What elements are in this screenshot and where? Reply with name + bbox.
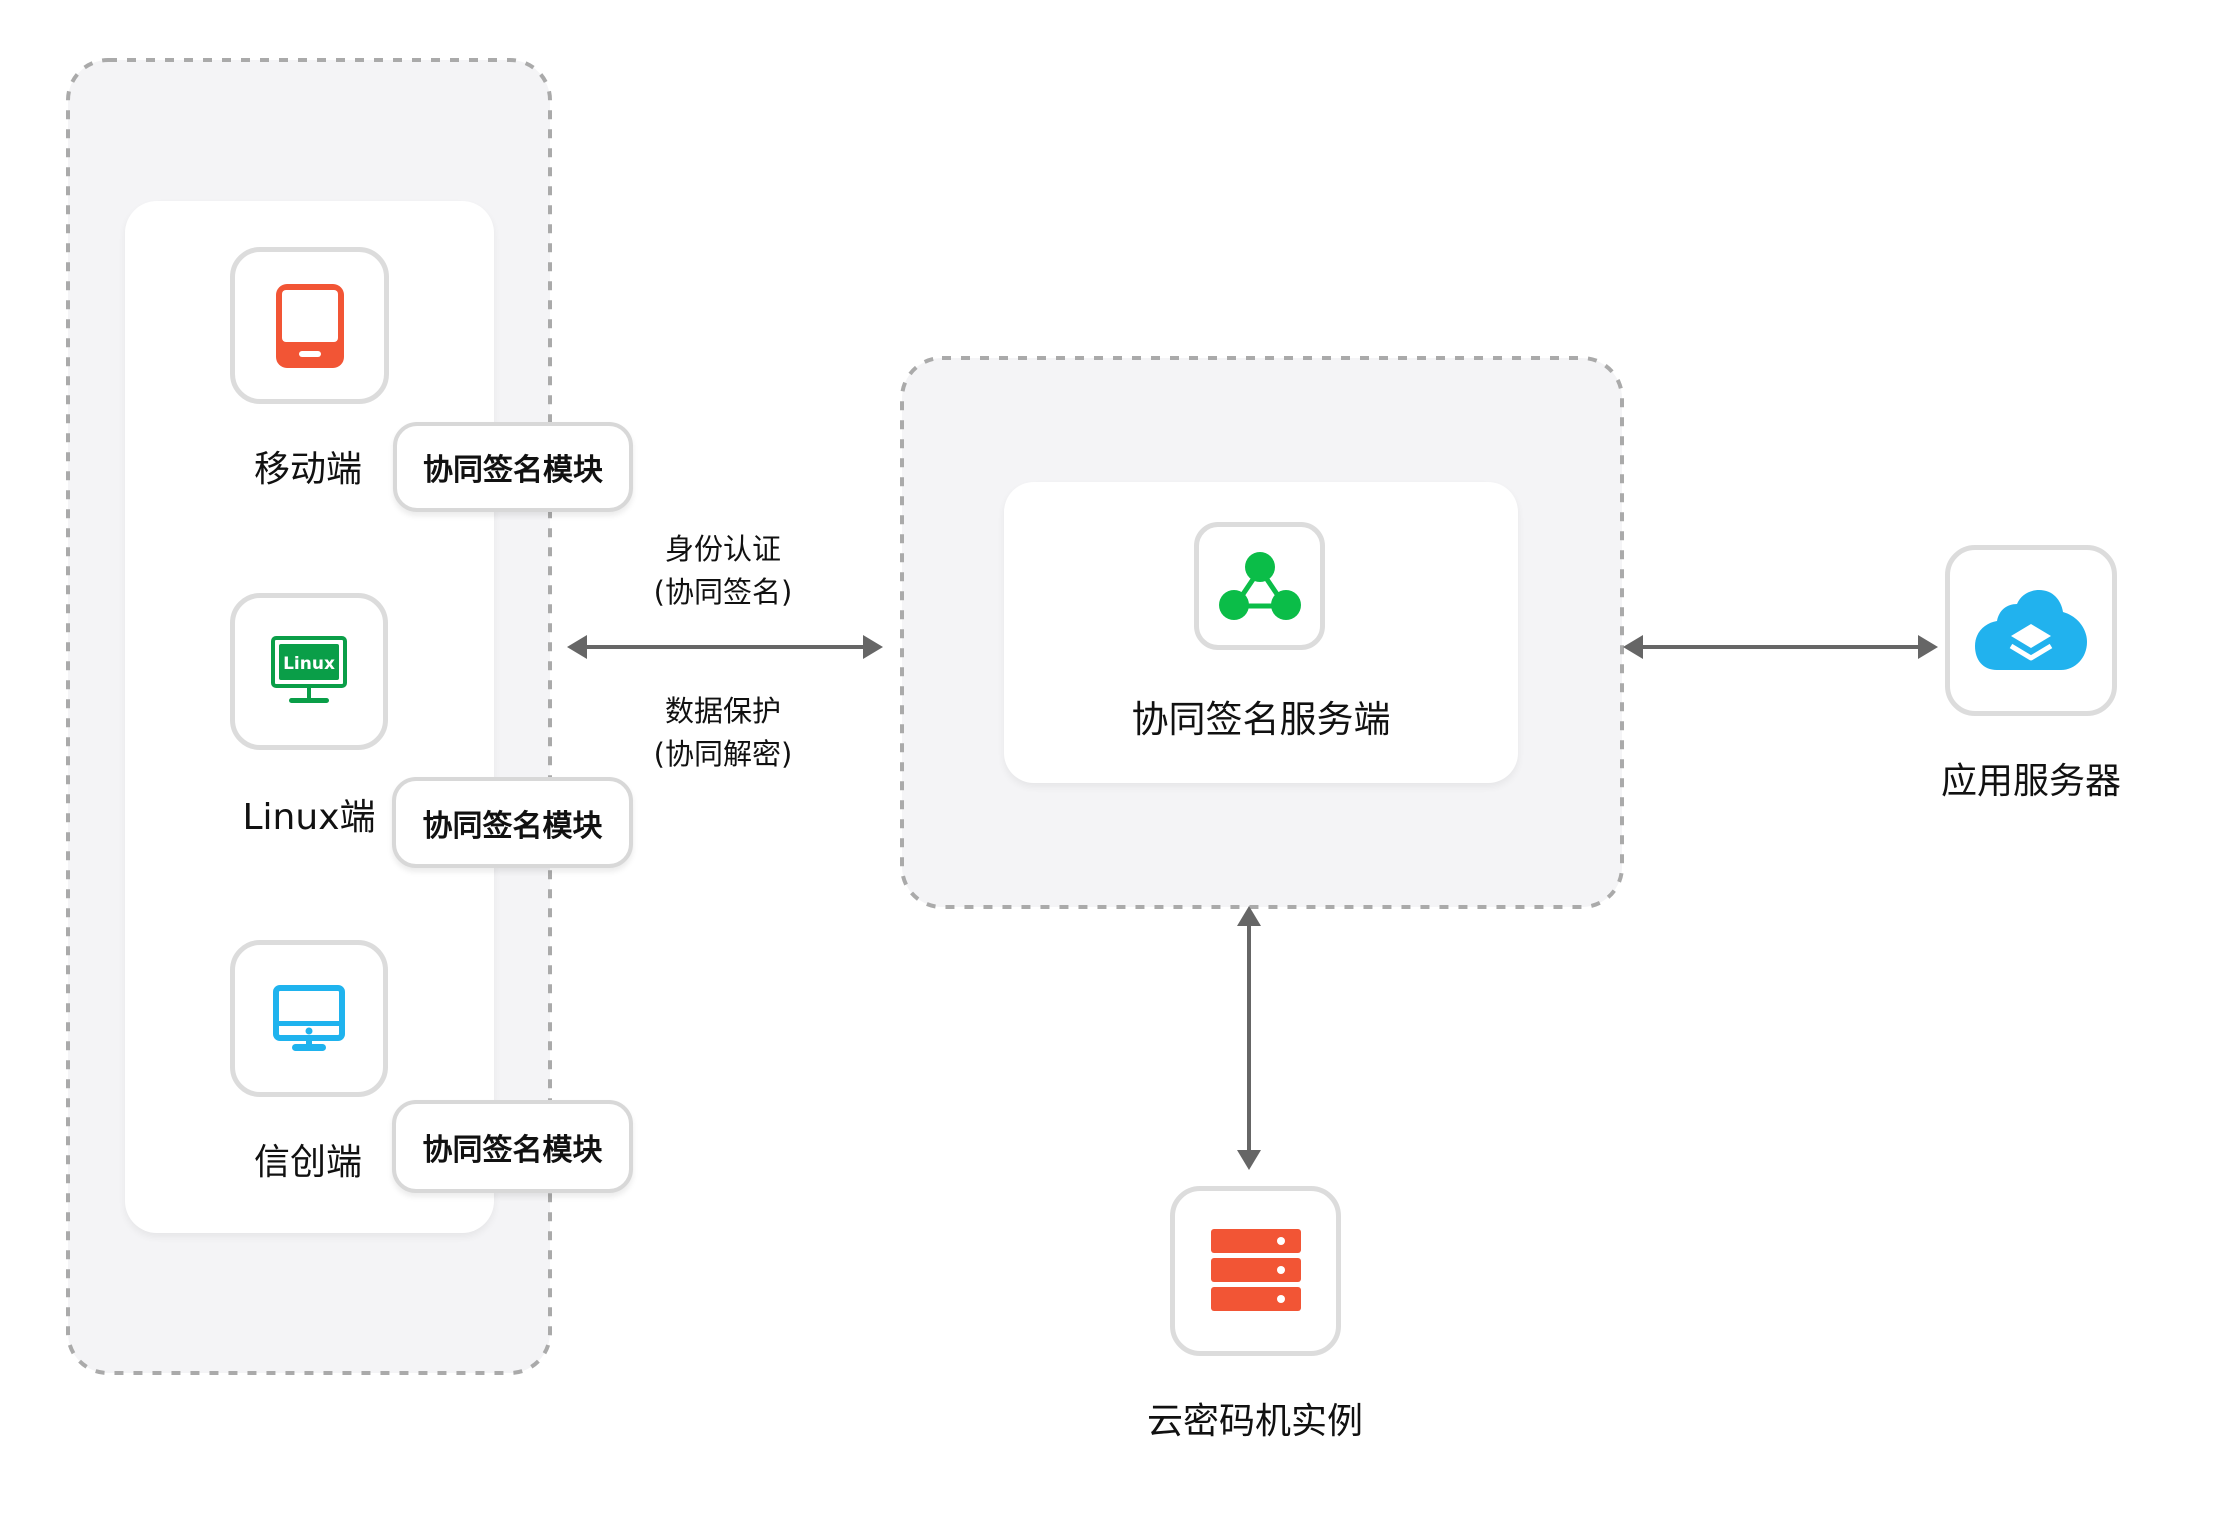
cosign-server-label: 协同签名服务端 <box>1131 698 1391 741</box>
linux-monitor-icon: Linux <box>271 635 347 703</box>
server-app-arrow <box>1623 635 1938 659</box>
identity-auth-label-line2: (协同签名) <box>653 575 793 609</box>
server-region-dashed-border <box>900 356 1624 909</box>
linux-client-label: Linux端 <box>242 797 376 838</box>
app-server-icon-box[interactable] <box>1945 545 2117 716</box>
client-server-arrow <box>567 635 883 659</box>
data-protection-label-line1: 数据保护 <box>664 694 781 728</box>
hsm-label: 云密码机实例 <box>1146 1401 1363 1442</box>
xinchuang-cosign-module[interactable]: 协同签名模块 <box>392 1100 633 1193</box>
cloud-layers-icon <box>1975 589 2087 670</box>
identity-auth-label: 身份认证 (协同签名) <box>623 528 823 614</box>
server-hsm-arrow <box>1237 906 1261 1170</box>
mobile-cosign-module-label: 协同签名模块 <box>423 453 603 488</box>
mobile-cosign-module[interactable]: 协同签名模块 <box>393 422 633 512</box>
app-server-label: 应用服务器 <box>1940 761 2121 802</box>
hsm-icon-box[interactable] <box>1170 1186 1341 1356</box>
bidirectional-arrow-icon <box>1237 906 1261 1170</box>
bidirectional-arrow-icon <box>1623 635 1938 659</box>
network-nodes-icon <box>1218 552 1301 620</box>
mobile-client-icon-box[interactable] <box>230 247 389 404</box>
bidirectional-arrow-icon <box>567 635 883 659</box>
data-protection-label: 数据保护 (协同解密) <box>623 690 823 776</box>
linux-icon-text: Linux <box>283 654 335 674</box>
cosign-server-icon-box <box>1194 522 1325 650</box>
xinchuang-client-label: 信创端 <box>253 1142 362 1183</box>
linux-cosign-module[interactable]: 协同签名模块 <box>392 777 633 868</box>
mobile-phone-icon <box>275 283 344 368</box>
xinchuang-client-icon-box[interactable] <box>230 940 388 1097</box>
xinchuang-cosign-module-label: 协同签名模块 <box>422 1132 603 1168</box>
linux-cosign-module-label: 协同签名模块 <box>422 808 603 844</box>
mobile-client-label: 移动端 <box>253 449 362 490</box>
identity-auth-label-line1: 身份认证 <box>664 532 781 566</box>
linux-client-icon-box[interactable]: Linux <box>230 593 388 750</box>
desktop-monitor-icon <box>273 984 345 1051</box>
data-protection-label-line2: (协同解密) <box>653 737 793 771</box>
server-rack-icon <box>1210 1229 1301 1311</box>
client-group-dashed-border <box>66 58 552 1375</box>
